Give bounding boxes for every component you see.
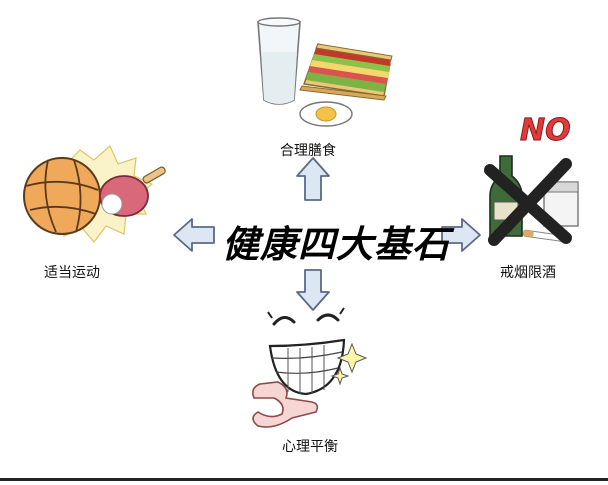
center-title: 健康四大基石 [222,223,450,266]
arrows [173,157,481,311]
node-label-right: 戒烟限酒 [500,265,556,281]
no-sign-text: NO [520,113,571,148]
node-label-top: 合理膳食 [280,143,336,159]
node-label-left: 适当运动 [44,265,100,281]
arrow-down [296,269,330,311]
arrow-left [173,218,215,252]
sports-balls-icon [23,145,166,243]
arrow-right [441,218,481,252]
node-label-bottom: 心理平衡 [282,439,338,455]
smiling-face-icon [252,307,368,428]
arrow-up [296,157,330,201]
no-smoking-drinking-icon: NO [484,113,579,246]
bottom-divider [0,478,608,481]
sandwich-and-water-icon [257,17,393,127]
